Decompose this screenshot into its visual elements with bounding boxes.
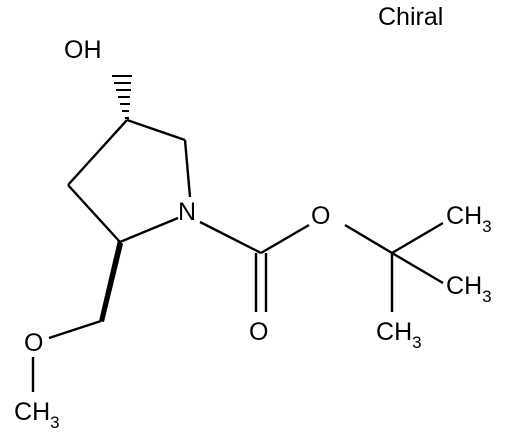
hydroxyl-label: OH xyxy=(64,36,102,64)
svg-text:CH3: CH3 xyxy=(14,398,60,432)
bond-ch2-ether-o xyxy=(48,319,102,340)
methyl-group-3: CH3 xyxy=(376,318,422,352)
bond-c5-n xyxy=(183,139,192,198)
bond-n-carbonyl xyxy=(199,220,262,255)
bond-c2-c3 xyxy=(67,184,121,243)
methoxy-methyl-group: CH3 xyxy=(14,398,60,432)
chiral-label: Chiral xyxy=(378,3,443,31)
ester-oxygen-label: O xyxy=(311,202,330,230)
methyl-group-2: CH3 xyxy=(446,272,492,306)
svg-text:CH3: CH3 xyxy=(376,318,422,352)
solid-wedge-bond xyxy=(99,240,123,322)
bond-cq-methyl-1 xyxy=(391,221,444,255)
bond-cq-methyl-2 xyxy=(391,251,444,285)
carbonyl-oxygen-label: O xyxy=(249,318,268,346)
svg-text:CH3: CH3 xyxy=(446,272,492,306)
bond-ester-o-cq xyxy=(344,223,393,255)
ether-oxygen-label: O xyxy=(24,329,43,357)
bond-carbonyl-ester-o xyxy=(260,223,310,255)
hashed-wedge-bond xyxy=(112,75,132,119)
nitrogen-label: N xyxy=(178,198,196,226)
bond-n-c2 xyxy=(119,216,179,244)
methyl-group-1: CH3 xyxy=(446,202,492,236)
bond-c4-c5 xyxy=(126,118,186,142)
bond-c3-c4 xyxy=(67,119,128,186)
svg-text:CH3: CH3 xyxy=(446,202,492,236)
